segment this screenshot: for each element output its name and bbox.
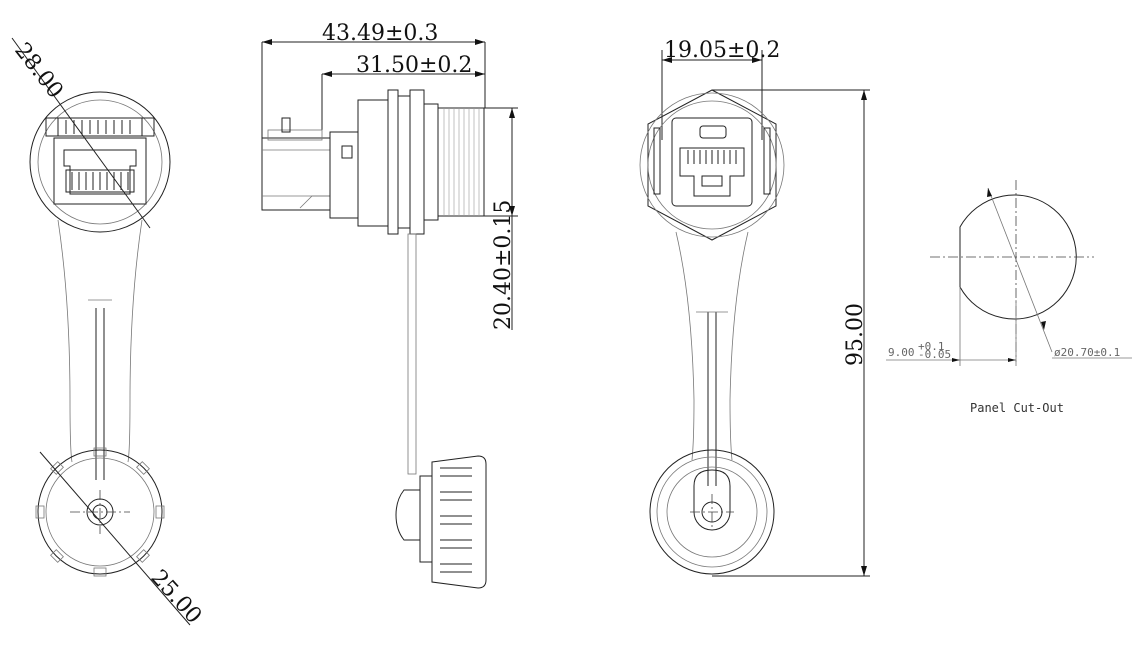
cutout-diameter-leader: [987, 187, 1053, 353]
cutout-flat-arrow-left: [952, 358, 960, 362]
cap-grip-notches: [35, 447, 165, 577]
jack-top-plate: [267, 129, 323, 141]
front-diameter-label: 28.00: [9, 38, 67, 103]
arrow-right-flat: [752, 57, 762, 63]
hex-port-opening: [679, 147, 745, 197]
hex-cap-mid: [656, 456, 768, 568]
front-view: 28.00 25.00: [9, 37, 207, 629]
hex-strap-right: [729, 231, 749, 461]
cutout-flat-tol-lower: -0.05: [918, 348, 951, 361]
hex-outer-circle: [639, 92, 785, 238]
housing-inner-circle: [37, 99, 163, 225]
cap-inner-circle: [45, 457, 155, 567]
hex-port-frame: [671, 117, 753, 207]
cutout-flat-tol-upper: +0.1: [918, 340, 945, 353]
diameter-leader-25: [39, 451, 191, 626]
cutout-diameter-label: ø20.70±0.1: [1054, 346, 1120, 359]
rj45-contacts: [65, 169, 135, 193]
arrow-left-overall: [262, 39, 272, 45]
hex-port-key: [701, 175, 723, 187]
latch-teeth: [57, 118, 143, 136]
jack-chamfer: [299, 195, 330, 209]
strap-loop: [395, 489, 421, 541]
cap-side-collar: [419, 475, 433, 563]
housing-rear: [329, 131, 359, 219]
hex-flat-left: [653, 127, 661, 195]
rj45-port-frame: [53, 137, 147, 205]
arrow-right-overall: [475, 39, 485, 45]
hex-inner-circle: [647, 100, 777, 230]
arrow-right-thread: [475, 71, 485, 77]
arrow-top-thread-dia: [509, 108, 515, 118]
latch-strip: [45, 117, 155, 137]
hex-cap-loop: [693, 469, 731, 531]
strap-left-edge: [57, 219, 73, 463]
jack-body: [261, 137, 331, 211]
jack-pin: [281, 117, 291, 133]
hex-port-slot: [699, 125, 727, 139]
side-view: 43.49±0.3 31.50±0.2: [261, 21, 518, 589]
rj45-port-opening: [63, 149, 137, 195]
nut-collar: [423, 103, 439, 221]
cutout-arrow-bottom: [1041, 321, 1046, 330]
arrow-top-height: [861, 90, 867, 100]
housing-latch: [341, 145, 353, 159]
cutout-profile: [959, 194, 1077, 320]
thread-diameter-label: 20.40±0.15: [491, 200, 516, 330]
hex-nut: [647, 89, 777, 241]
housing-mid: [357, 99, 389, 227]
contact-lines: [71, 172, 129, 190]
thread-lines: [443, 108, 480, 216]
cap-side-ribs: [440, 467, 472, 573]
total-height-label: 95.00: [843, 303, 868, 366]
cutout-flat-main: 9.00: [888, 346, 915, 359]
panel-cutout: ø20.70±0.1 9.00 +0.1 -0.05 Panel Cut-Out: [886, 180, 1132, 415]
hex-contact-lines: [687, 150, 737, 164]
overall-length-label: 43.49±0.3: [322, 21, 438, 46]
hex-strap-left: [675, 231, 695, 461]
thread-length-label: 31.50±0.2: [356, 53, 472, 78]
cap-diameter-label: 25.00: [146, 565, 207, 629]
side-strap: [407, 233, 417, 475]
hex-view: 19.05±0.2: [639, 38, 870, 577]
thread-body: [437, 107, 485, 217]
arrow-bottom-thread-dia: [509, 206, 515, 216]
diameter-leader-28: [11, 37, 151, 229]
housing-outer-circle: [29, 91, 171, 233]
flange-1: [387, 89, 399, 235]
hex-cap-inner: [666, 466, 758, 558]
flange-2: [397, 95, 411, 229]
cutout-arrow-top: [987, 188, 992, 197]
panel-nut: [409, 89, 425, 235]
cap-outer-circle: [37, 449, 163, 575]
flat-width-label: 19.05±0.2: [664, 38, 780, 63]
hex-flat-right: [763, 127, 771, 195]
arrow-left-flat: [662, 57, 672, 63]
hex-cap-outer: [649, 449, 775, 575]
arrow-left-thread: [322, 71, 332, 77]
cutout-caption: Panel Cut-Out: [970, 401, 1064, 415]
arrow-bottom-height: [861, 566, 867, 576]
cap-side-body: [431, 455, 487, 589]
cutout-flat-arrow-right: [1008, 358, 1016, 362]
strap-right-edge: [127, 219, 143, 463]
